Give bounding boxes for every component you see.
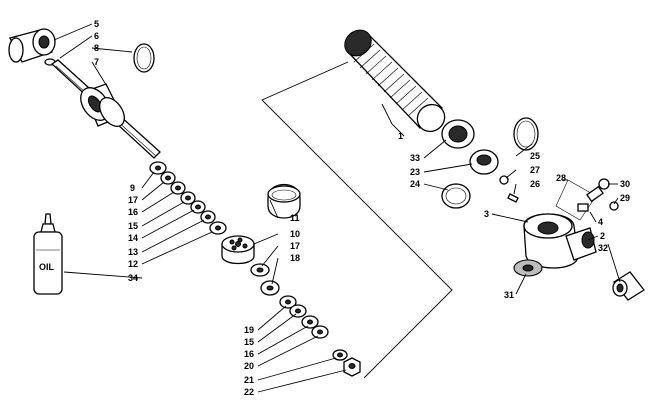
callout-4: 4 — [598, 217, 603, 227]
shim-washer-stack-upper — [149, 161, 227, 235]
piston-ring-part — [267, 184, 301, 219]
callout-13: 13 — [128, 247, 138, 257]
callout-25: 25 — [530, 151, 540, 161]
valve-part — [507, 193, 519, 203]
callout-33: 33 — [410, 153, 420, 163]
callout-22: 22 — [244, 387, 254, 397]
callout-8: 8 — [94, 43, 99, 53]
callout-23: 23 — [410, 167, 420, 177]
callout-15: 15 — [244, 337, 254, 347]
callout-19: 19 — [244, 325, 254, 335]
shim-washer-stack-lower — [279, 295, 329, 339]
shaft-eye-part — [8, 28, 56, 63]
callout-11: 11 — [290, 213, 300, 223]
callout-6: 6 — [94, 31, 99, 41]
callout-24: 24 — [410, 179, 420, 189]
reservoir-body — [523, 213, 597, 269]
nut-part — [343, 357, 361, 377]
callout-34: 34 — [128, 273, 138, 283]
callout-28: 28 — [556, 173, 566, 183]
callout-18: 18 — [290, 253, 300, 263]
callout-32: 32 — [598, 243, 608, 253]
oil-bottle: OIL — [33, 213, 63, 295]
callout-15: 15 — [128, 221, 138, 231]
callout-10: 10 — [290, 229, 300, 239]
callout-3: 3 — [484, 209, 489, 219]
seal-part — [513, 259, 543, 277]
callout-27: 27 — [530, 165, 540, 175]
callout-5: 5 — [94, 19, 99, 29]
o-ring-part — [513, 117, 539, 151]
callout-12: 12 — [128, 259, 138, 269]
bleed-valve-assembly — [555, 178, 619, 221]
assembly-bracket-line — [261, 61, 453, 379]
callout-31: 31 — [504, 290, 514, 300]
piston-part — [221, 235, 255, 265]
callout-2: 2 — [600, 231, 605, 241]
o-ring-part — [133, 43, 155, 73]
threaded-shock-body — [344, 29, 446, 133]
cap-part — [469, 149, 499, 175]
callout-26: 26 — [530, 179, 540, 189]
leader-lines — [53, 23, 621, 393]
callout-30: 30 — [620, 179, 630, 189]
spacer-part — [612, 271, 645, 301]
callout-labels: 5 6 8 7 9 17 16 15 14 13 12 34 11 10 17 … — [94, 19, 630, 397]
seal-head-part — [80, 83, 125, 127]
callout-14: 14 — [128, 233, 138, 243]
callout-16: 16 — [244, 349, 254, 359]
callout-21: 21 — [244, 375, 254, 385]
callout-17: 17 — [128, 195, 138, 205]
oil-bottle-label: OIL — [39, 262, 55, 272]
collar-part — [441, 119, 475, 149]
callout-7: 7 — [94, 57, 99, 67]
callout-29: 29 — [620, 193, 630, 203]
callout-17: 17 — [290, 241, 300, 251]
callout-20: 20 — [244, 361, 254, 371]
callout-16: 16 — [128, 207, 138, 217]
callout-9: 9 — [130, 183, 135, 193]
callout-1: 1 — [398, 131, 403, 141]
